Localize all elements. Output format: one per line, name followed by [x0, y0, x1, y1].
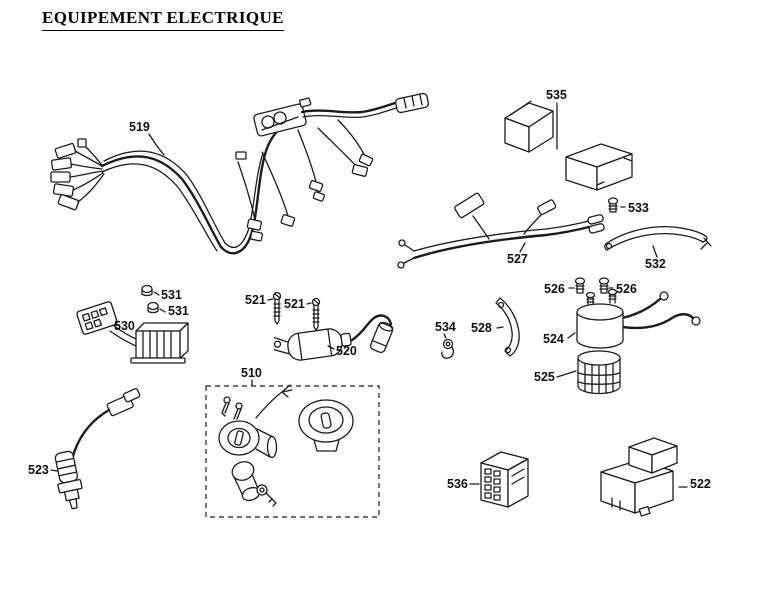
part-label-531a: 531: [161, 288, 182, 302]
part-label-526a: 526: [544, 282, 565, 296]
drawing-battery-strap-532: [604, 225, 712, 258]
part-label-510: 510: [241, 366, 262, 380]
page-title: EQUIPEMENT ELECTRIQUE: [42, 8, 284, 31]
part-label-528: 528: [471, 321, 492, 335]
part-label-523: 523: [28, 463, 49, 477]
drawing-cdi-unit-536: [469, 451, 529, 508]
part-label-527: 527: [507, 252, 528, 266]
drawing-rubber-boot-525: [556, 350, 621, 395]
part-label-533: 533: [628, 201, 649, 215]
drawing-sub-harness-527: [397, 192, 605, 269]
part-label-526b: 526: [616, 282, 637, 296]
part-label-521b: 521: [284, 297, 305, 311]
part-label-531b: 531: [168, 304, 189, 318]
part-label-535: 535: [546, 88, 567, 102]
drawing-lock-set-510: [205, 379, 380, 518]
part-label-525: 525: [534, 370, 555, 384]
drawing-bolts-526: [568, 277, 614, 294]
part-label-530: 530: [114, 319, 135, 333]
drawing-starter-relay-524: [567, 288, 701, 349]
drawing-regulator-530: [76, 301, 189, 364]
part-label-520: 520: [336, 344, 357, 358]
part-label-532: 532: [645, 257, 666, 271]
drawing-nuts-531: [141, 284, 166, 314]
part-labels: 519 535 533 527 532 526 526 531 531 530 521 521 520 5…: [28, 88, 711, 491]
drawing-relay-assy-522: [600, 437, 688, 517]
drawing-ignition-coil-520: [273, 314, 394, 361]
page-header: EQUIPEMENT ELECTRIQUE: [42, 8, 284, 31]
drawing-cdi-boxes-535: [504, 100, 633, 191]
part-label-534: 534: [435, 320, 456, 334]
part-label-521a: 521: [245, 293, 266, 307]
drawing-wire-harness-519: [50, 92, 430, 255]
drawing-clamp-534: [441, 333, 455, 359]
drawing-bracket-528: [495, 297, 520, 357]
part-label-524: 524: [543, 332, 564, 346]
drawing-screws-521: [267, 291, 321, 331]
part-label-519: 519: [129, 120, 150, 134]
part-label-522: 522: [690, 477, 711, 491]
drawing-bolt-533: [607, 197, 626, 213]
drawing-spark-plug-lead-523: [50, 388, 141, 510]
part-label-536: 536: [447, 477, 468, 491]
